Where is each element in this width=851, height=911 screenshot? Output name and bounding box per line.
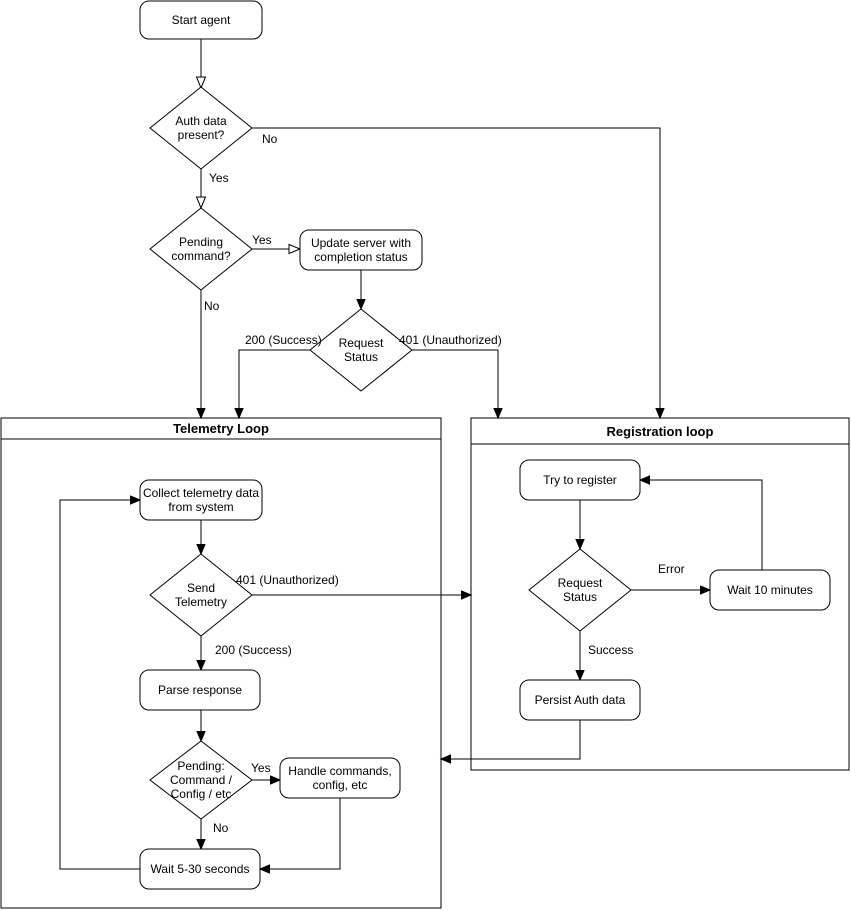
node-handle-commands-box xyxy=(279,757,401,799)
node-try-register-box xyxy=(519,459,641,501)
edge-handle-to-wait xyxy=(260,798,341,869)
edge-wait10-loopback-to-try-register xyxy=(640,480,763,570)
node-persist-auth-box xyxy=(519,679,641,721)
node-wait-10-min-box xyxy=(709,569,831,611)
decision-send-telemetry-shape xyxy=(149,553,253,637)
node-collect-telemetry-box xyxy=(139,479,263,521)
decision-auth-present-shape xyxy=(149,86,253,170)
node-wait-5-30-box xyxy=(139,848,261,890)
edge-auth-no-to-registration xyxy=(252,127,660,418)
node-parse-response-box xyxy=(139,669,261,711)
node-update-server-box xyxy=(299,229,423,271)
edge-rs1-unauthorized-to-registration xyxy=(412,349,498,418)
decision-pending-command-shape xyxy=(149,207,253,291)
edge-rs1-success-to-telemetry xyxy=(239,349,310,418)
decision-pending-ccc-shape xyxy=(149,740,253,820)
edge-wait-loopback-to-collect xyxy=(59,500,140,870)
decision-request-status-2-shape xyxy=(528,548,632,632)
decision-request-status-1-shape xyxy=(309,308,413,392)
edge-persist-to-telemetry xyxy=(441,720,581,759)
node-start-agent-box xyxy=(139,0,263,40)
